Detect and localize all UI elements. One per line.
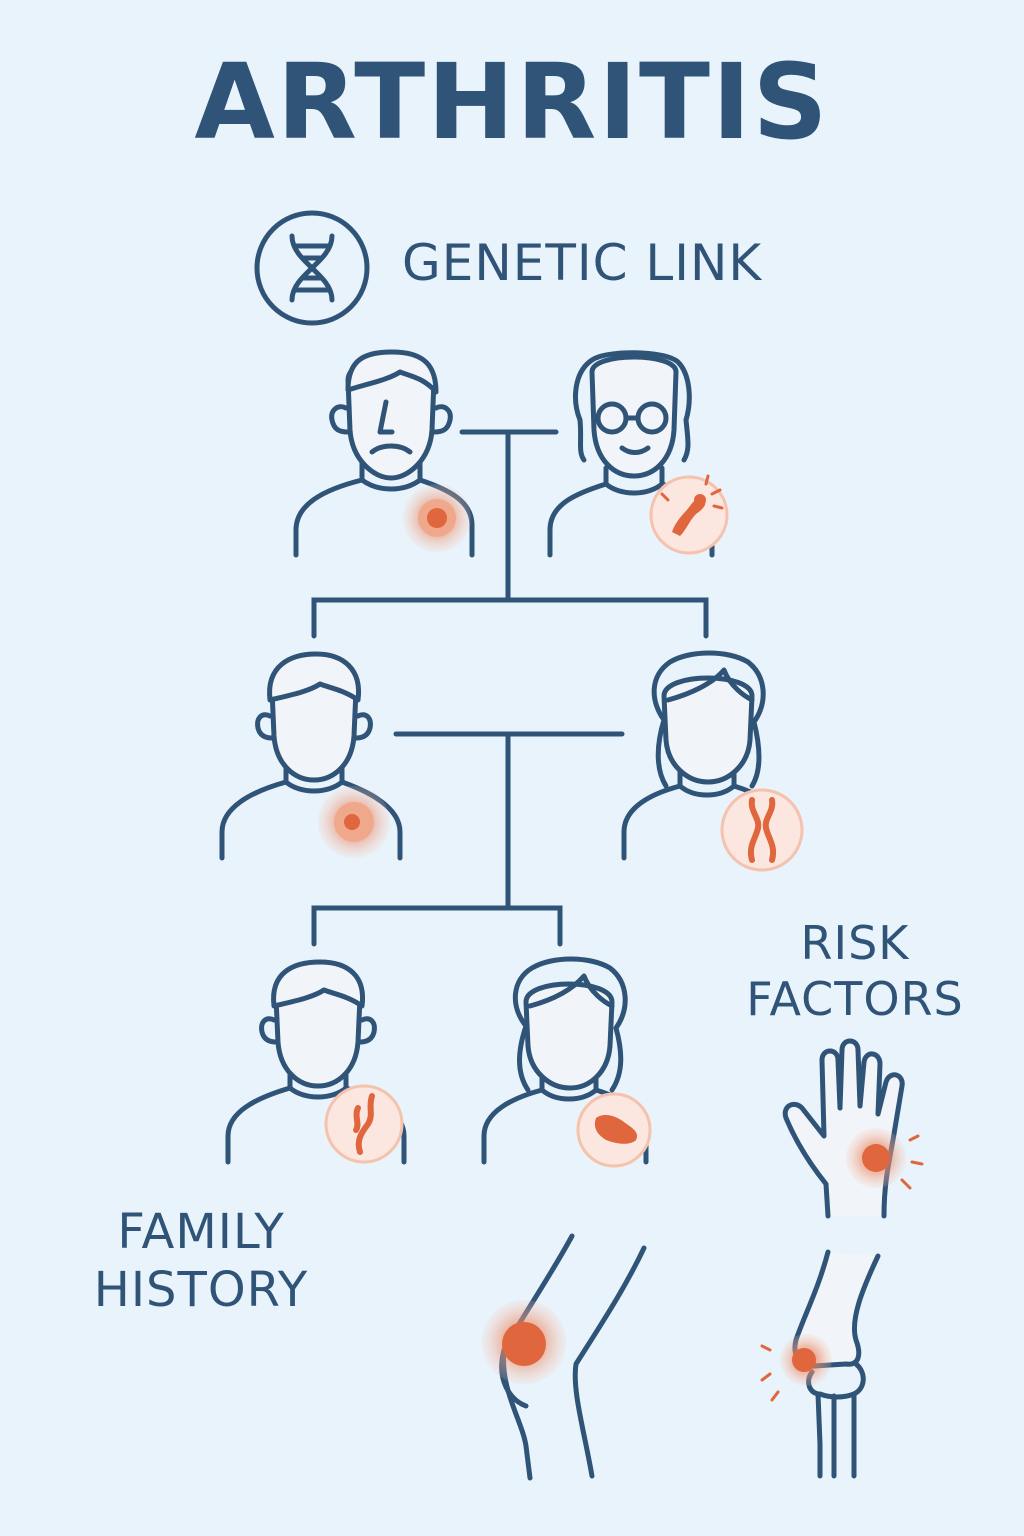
mother-figure: [621, 650, 789, 861]
knee-pain-icon: [482, 1300, 566, 1384]
knee-joint-icon: [720, 788, 804, 872]
father-figure: [219, 651, 403, 861]
bone-icon: [576, 1092, 652, 1168]
grandmother-figure: [547, 350, 715, 558]
knee-joint-pain-icon: [760, 1334, 832, 1402]
hand-joint-pain-icon: [846, 1128, 924, 1190]
genetic-link-label: GENETIC LINK: [402, 234, 763, 292]
joint-pain-icon: [318, 786, 390, 858]
knee-joint-icon: [324, 1084, 404, 1164]
family-tree-lines: [311, 429, 709, 947]
risk-factors-line2: FACTORS: [746, 972, 964, 1026]
family-history-line1: FAMILY: [117, 1204, 285, 1260]
inflamed-joint-icon: [649, 474, 729, 555]
family-history-line2: HISTORY: [93, 1262, 309, 1318]
daughter-figure: [481, 956, 649, 1165]
dna-icon: [254, 210, 370, 326]
risk-factors-line1: RISK: [800, 916, 910, 970]
joint-pain-icon: [403, 484, 471, 552]
hand-icon: [782, 1038, 905, 1219]
page-title: ARTHRITIS: [194, 41, 830, 163]
family-history-label: FAMILY HISTORY: [86, 1203, 316, 1319]
risk-factors-label: RISK FACTORS: [740, 915, 970, 1027]
